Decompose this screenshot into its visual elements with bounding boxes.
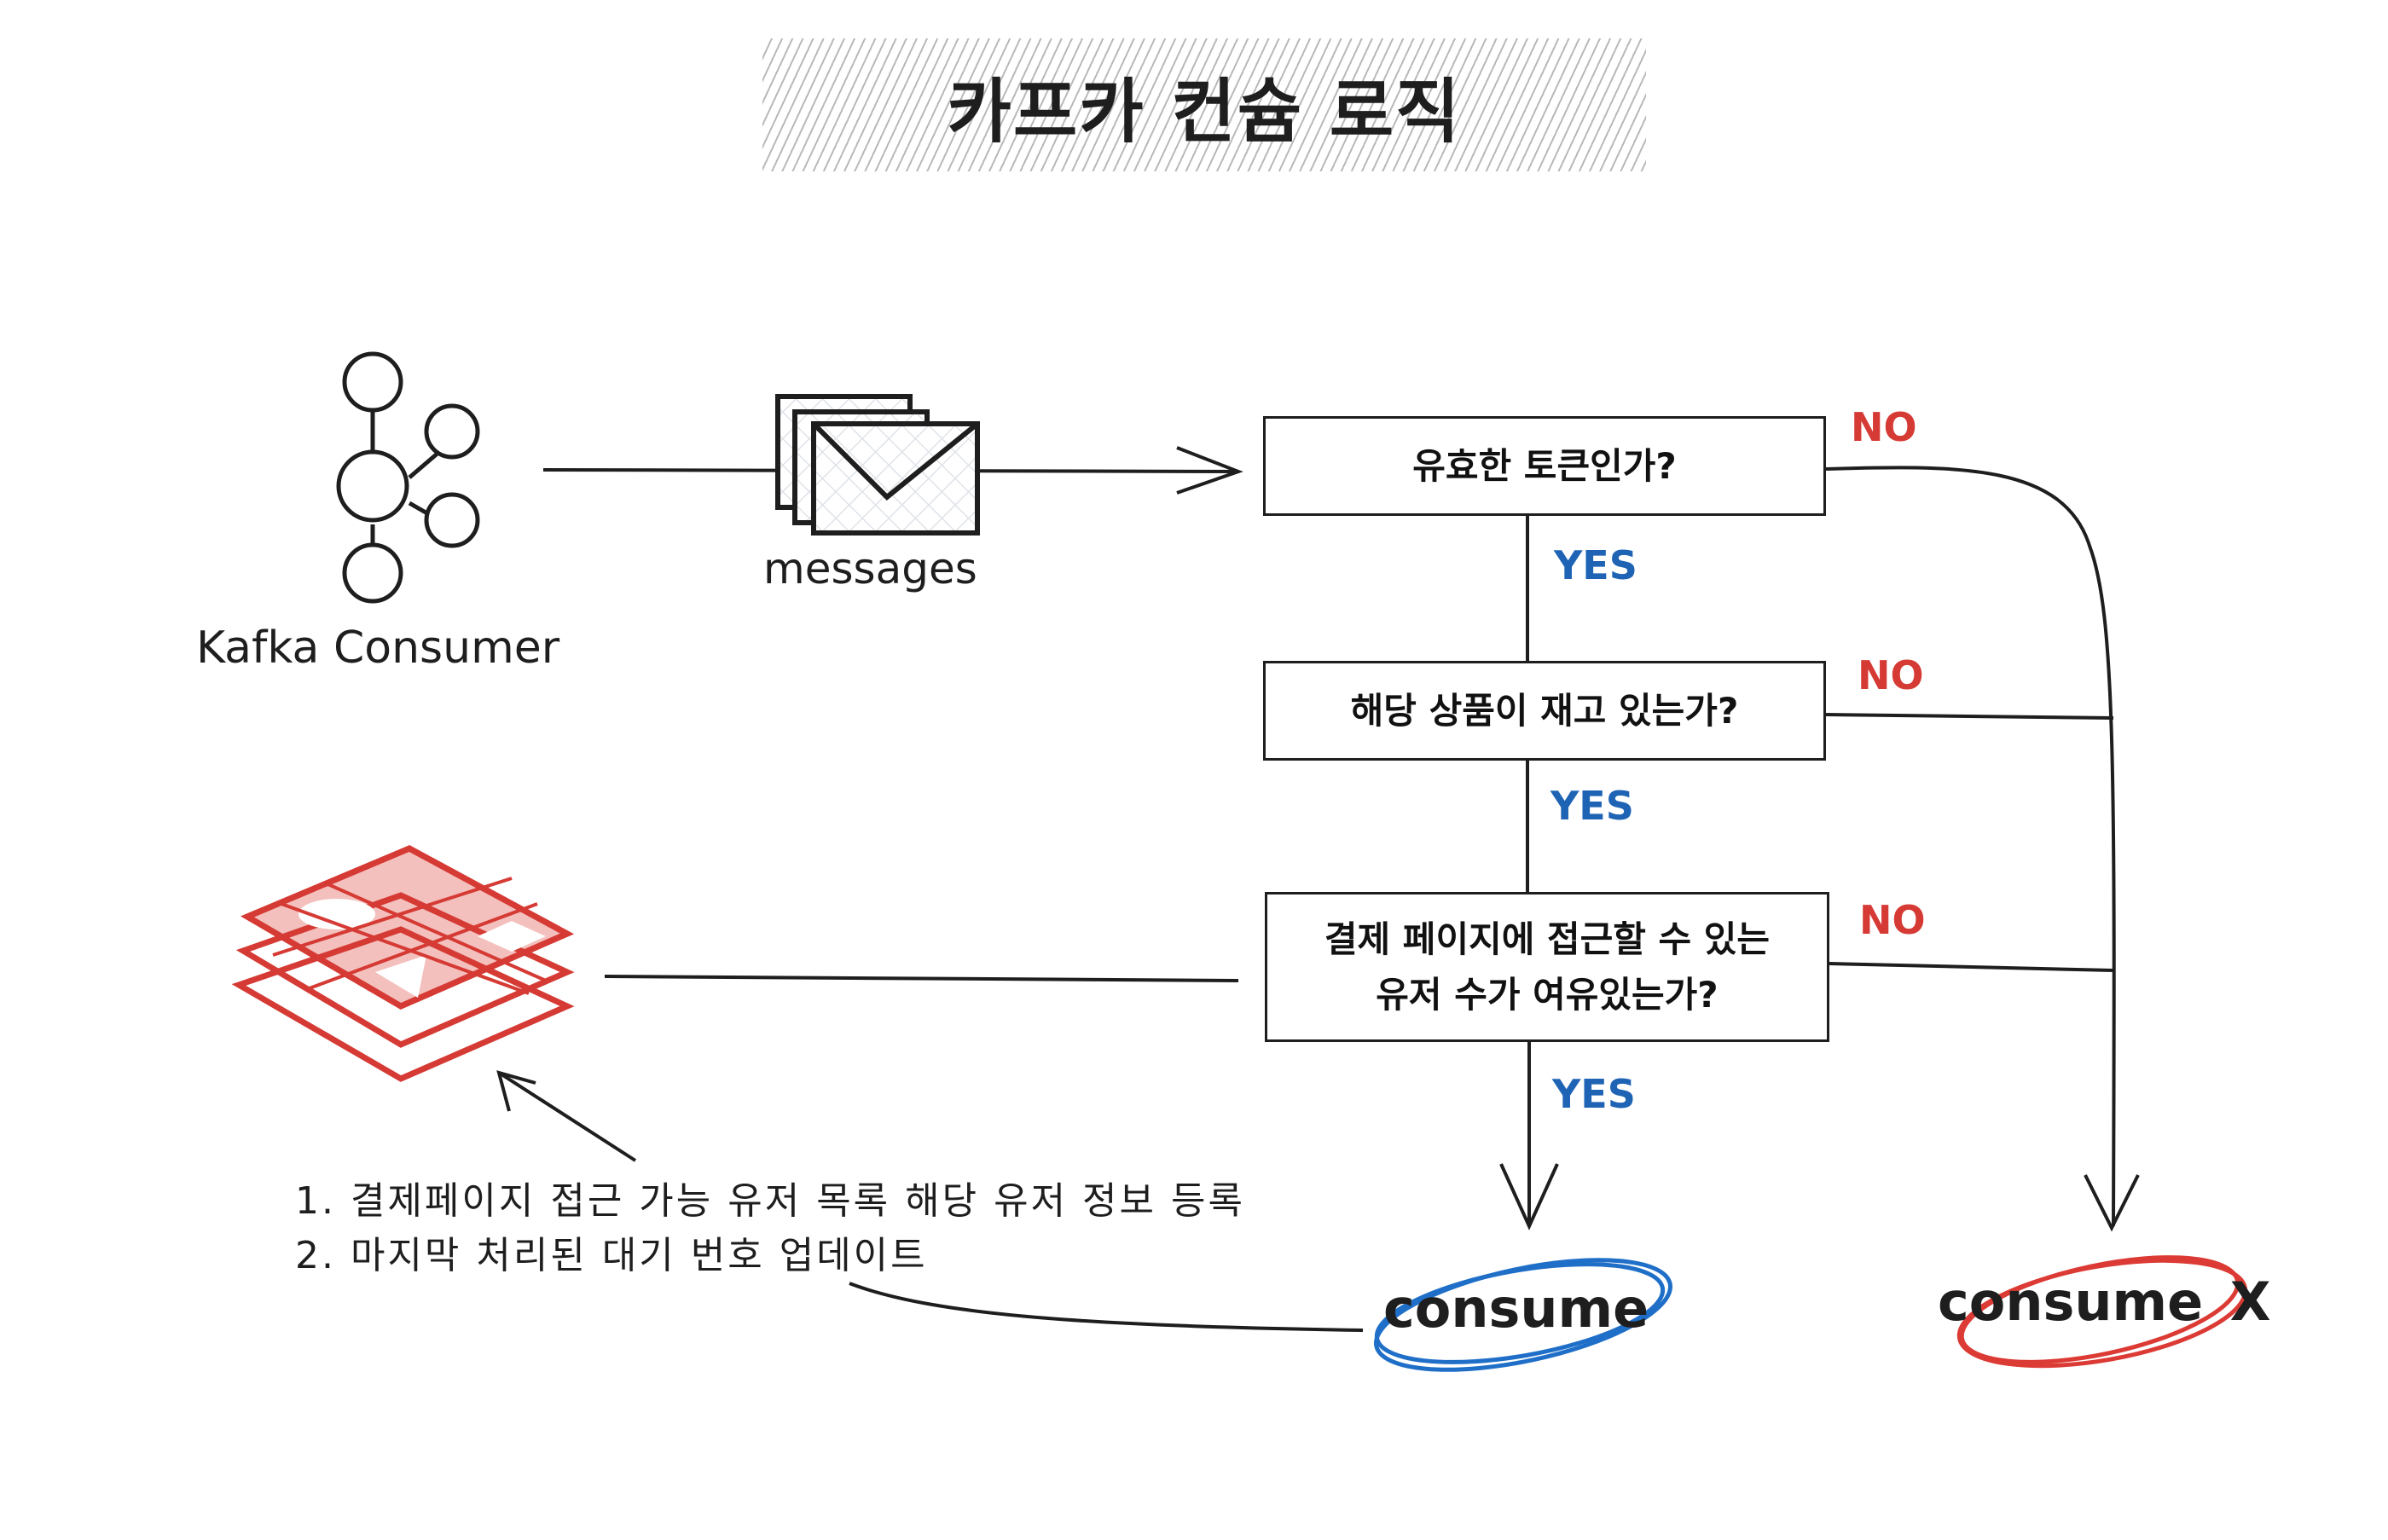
no-label-stock: NO [1858,652,1924,698]
yes-label-stock: YES [1550,783,1634,829]
page-title: 카프카 컨슘 로직 [947,71,1462,153]
decision-token-valid: 유효한 토큰인가? [1263,416,1826,516]
connector-consume-to-notes [849,1282,1364,1332]
note-register-user: 1. 결제페이지 접근 가능 유저 목록 해당 유저 정보 등록 [295,1179,1245,1223]
consume-rejected-label: consume [1938,1271,2204,1333]
decision-text-line-1: 결제 페이지에 접근할 수 있는 [1324,918,1771,960]
envelope-stack-icon [775,394,980,536]
consume-outcome: consume [1383,1277,1649,1340]
yes-connectors [1499,516,1559,1230]
connector-capacity-to-redis [604,975,1239,982]
kafka-cluster-icon [336,351,480,604]
arrow-notes-to-redis [496,1070,637,1162]
no-label-token: NO [1851,404,1917,450]
decision-in-stock: 해당 상품이 재고 있는가? [1263,661,1826,761]
title-banner: 카프카 컨슘 로직 [762,38,1646,171]
reject-ring [1956,1255,2248,1369]
yes-label-capacity: YES [1552,1071,1636,1117]
reject-x-mark: X [2229,1271,2271,1333]
consume-ring [1373,1258,1673,1372]
consume-rejected-outcome: consume X [1938,1271,2271,1333]
no-label-capacity: NO [1859,897,1926,943]
note-update-wait-number: 2. 마지막 처리된 대기 번호 업데이트 [295,1234,928,1277]
redis-stack-icon [231,845,575,1082]
decision-text-line-2: 유저 수가 여유있는가? [1376,974,1719,1016]
no-connectors [1825,466,2140,1232]
yes-label-token: YES [1554,542,1637,588]
decision-text: 유효한 토큰인가? [1412,444,1677,487]
decision-text: 해당 상품이 재고 있는가? [1350,689,1739,732]
kafka-consumer-label: Kafka Consumer [196,622,560,674]
messages-label: messages [763,544,977,593]
decision-capacity-available: 결제 페이지에 접근할 수 있는 유저 수가 여유있는가? [1265,892,1829,1042]
